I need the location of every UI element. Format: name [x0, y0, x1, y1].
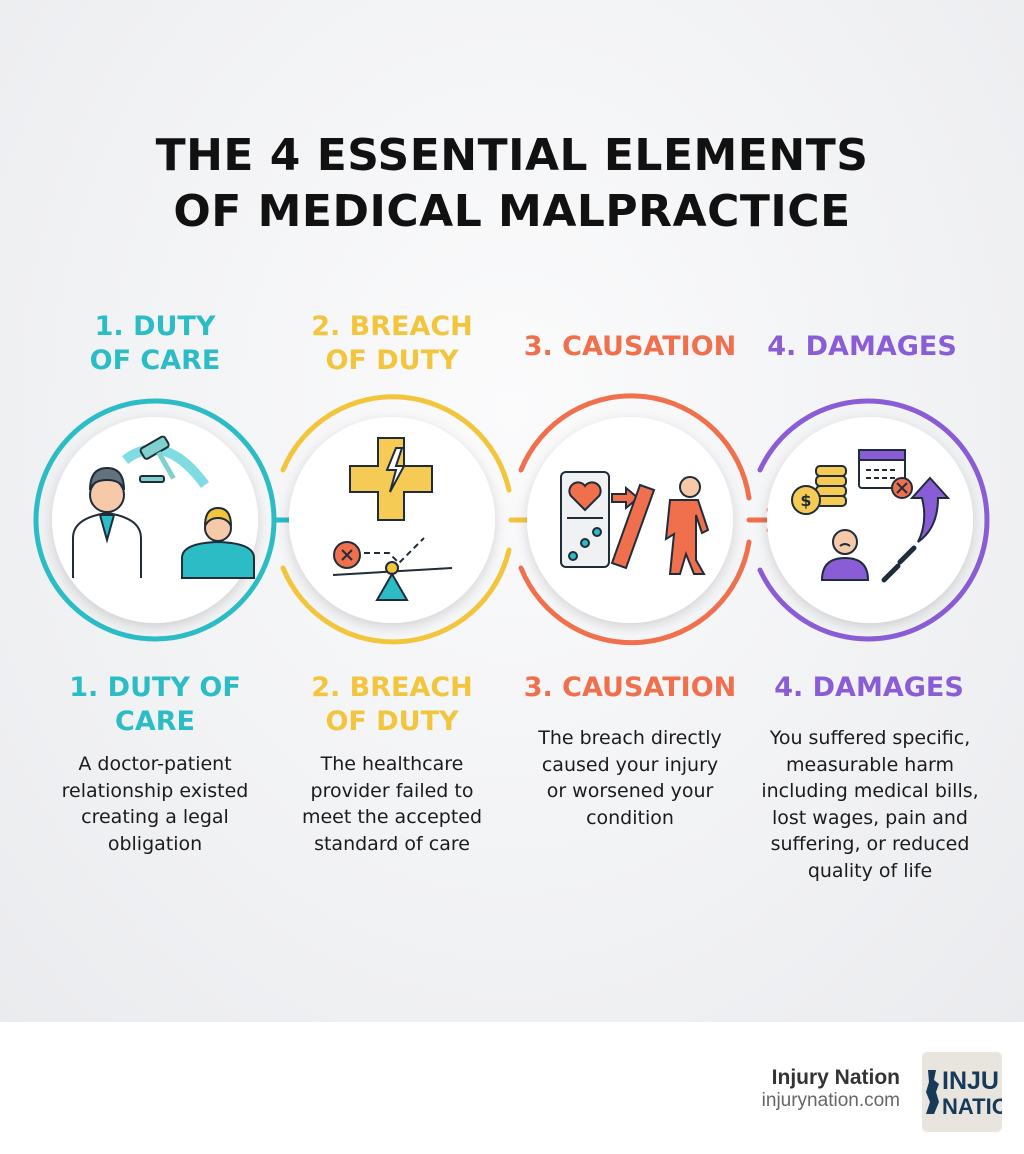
desc-line: standard of care	[314, 832, 470, 855]
brand-logo: INJU NATIO	[922, 1052, 1002, 1132]
step-4-top-label: 4. DAMAGES	[742, 330, 982, 364]
desc-line: condition	[586, 806, 674, 829]
domino-injury-icon	[560, 471, 710, 575]
title-line-2: OF MEDICAL MALPRACTICE	[173, 186, 851, 237]
doctor-patient-gavel-icon	[72, 435, 255, 579]
desc-line: relationship existed	[61, 779, 249, 802]
broken-medical-cross-scale-icon	[332, 437, 453, 601]
label-line: 1. DUTY	[94, 311, 216, 342]
step-3-description: The breach directly caused your injury o…	[510, 725, 750, 831]
desc-line: You suffered specific,	[769, 727, 971, 749]
brand-url[interactable]: injurynation.com	[761, 1090, 900, 1111]
label-line: 4. DAMAGES	[767, 331, 957, 362]
svg-text:$: $	[800, 491, 811, 510]
step-2-top-label: 2. BREACH OF DUTY	[272, 310, 512, 378]
desc-line: suffering, or reduced	[770, 833, 970, 855]
desc-line: The breach directly	[538, 727, 722, 749]
desc-line: lost wages, pain and	[771, 806, 968, 829]
desc-line: measurable harm	[786, 753, 954, 776]
desc-line: quality of life	[807, 859, 933, 882]
step-2-title: 2. BREACH OF DUTY	[272, 671, 512, 739]
step-1-top-label: 1. DUTY OF CARE	[35, 310, 275, 378]
brand-name: Injury Nation	[771, 1066, 900, 1089]
desc-line: The healthcare	[320, 753, 464, 775]
desc-line: meet the accepted	[301, 806, 483, 828]
label-line: 2. BREACH	[311, 672, 473, 703]
desc-line: provider failed to	[310, 779, 474, 802]
desc-line: A doctor-patient	[78, 753, 232, 775]
label-line: 1. DUTY OF	[69, 672, 241, 703]
step-3-top-label: 3. CAUSATION	[510, 330, 750, 364]
step-1-circle	[33, 398, 277, 642]
step-4-title: 4. DAMAGES	[749, 671, 989, 705]
desc-line: obligation	[107, 832, 203, 855]
desc-line: creating a legal	[81, 806, 229, 828]
logo-figure-icon	[926, 1070, 939, 1114]
step-4-circle	[757, 398, 990, 642]
steps-diagram: $	[33, 393, 990, 646]
desc-line: or worsened your	[546, 780, 714, 802]
label-line: OF DUTY	[325, 706, 459, 737]
desc-line: caused your injury	[541, 753, 719, 776]
label-line: 3. CAUSATION	[523, 672, 737, 703]
label-line: OF CARE	[89, 345, 221, 376]
step-4-description: You suffered specific, measurable harm i…	[740, 725, 1000, 884]
step-1-title: 1. DUTY OF CARE	[35, 671, 275, 739]
page-title: THE 4 ESSENTIAL ELEMENTS OF MEDICAL MALP…	[0, 128, 1024, 240]
label-line: 2. BREACH	[311, 311, 473, 342]
step-1-description: A doctor-patient relationship existed cr…	[35, 751, 275, 857]
step-2-description: The healthcare provider failed to meet t…	[272, 751, 512, 857]
step-3-title: 3. CAUSATION	[510, 671, 750, 705]
title-line-1: THE 4 ESSENTIAL ELEMENTS	[155, 130, 869, 181]
label-line: 4. DAMAGES	[774, 672, 964, 703]
logo-text: NATIO	[942, 1094, 1002, 1119]
label-line: OF DUTY	[325, 345, 459, 376]
logo-text: INJU	[942, 1067, 999, 1095]
label-line: 3. CAUSATION	[523, 331, 737, 362]
money-calendar-distress-icon: $	[791, 449, 951, 583]
label-line: CARE	[115, 706, 195, 737]
desc-line: including medical bills,	[761, 780, 979, 802]
